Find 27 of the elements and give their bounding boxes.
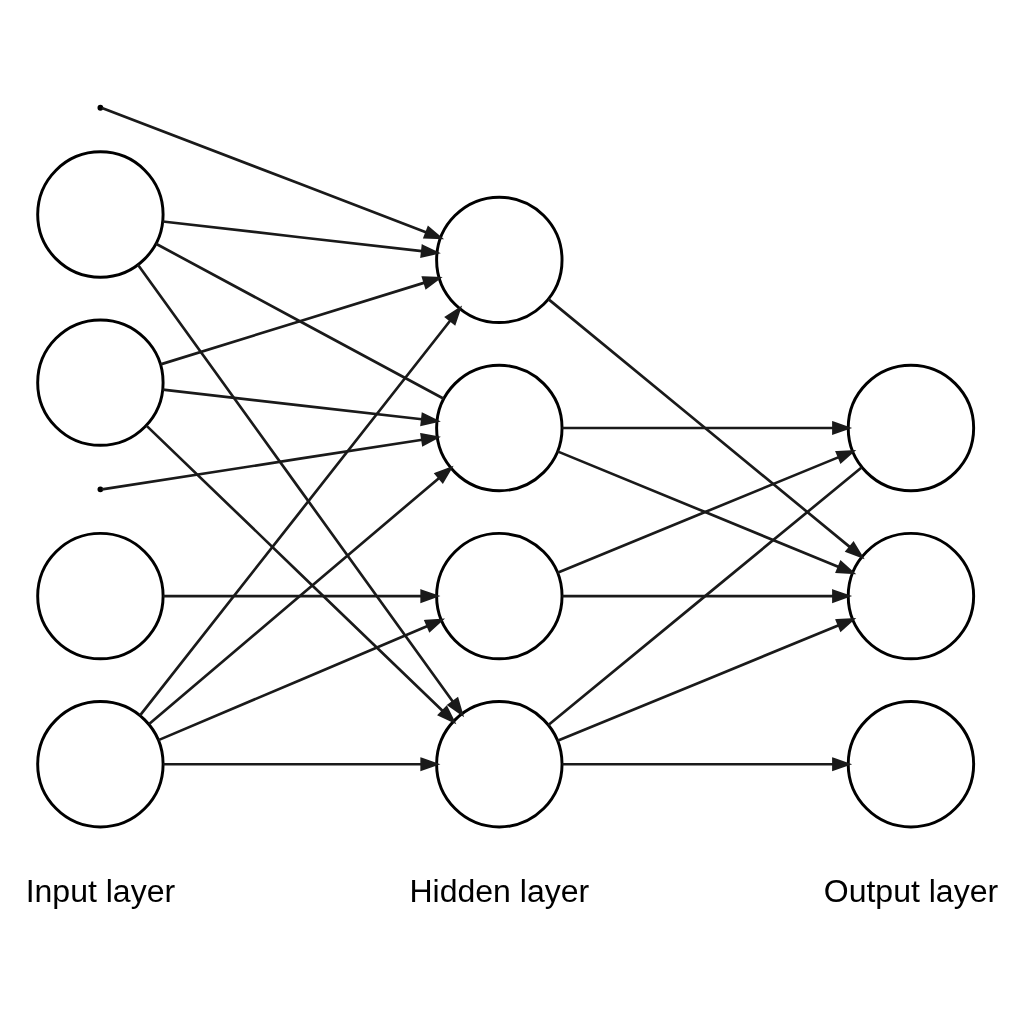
arrow [101, 432, 441, 491]
arrow [160, 276, 443, 366]
arrow [163, 757, 441, 772]
arrow [101, 106, 445, 240]
arrow [557, 618, 857, 743]
connector [547, 466, 863, 727]
node-circle [846, 700, 976, 829]
arrow [562, 420, 853, 435]
node-circle [36, 150, 165, 279]
arrow [163, 589, 441, 604]
arrow [562, 757, 853, 772]
arrow [547, 298, 865, 560]
arrow [157, 618, 446, 742]
label: Input layer [25, 872, 176, 909]
arrow [162, 220, 441, 259]
node-circle [36, 531, 165, 661]
connector [155, 242, 445, 400]
node-circle [36, 318, 165, 447]
arrow [562, 589, 853, 604]
label: Hidden layer [409, 872, 590, 909]
arrow [162, 388, 441, 427]
label: Output layer [823, 872, 999, 909]
arrow [145, 424, 457, 725]
node-circle [435, 531, 564, 661]
arrow [148, 465, 454, 725]
node-circle [36, 700, 165, 829]
node-circle [846, 363, 976, 493]
